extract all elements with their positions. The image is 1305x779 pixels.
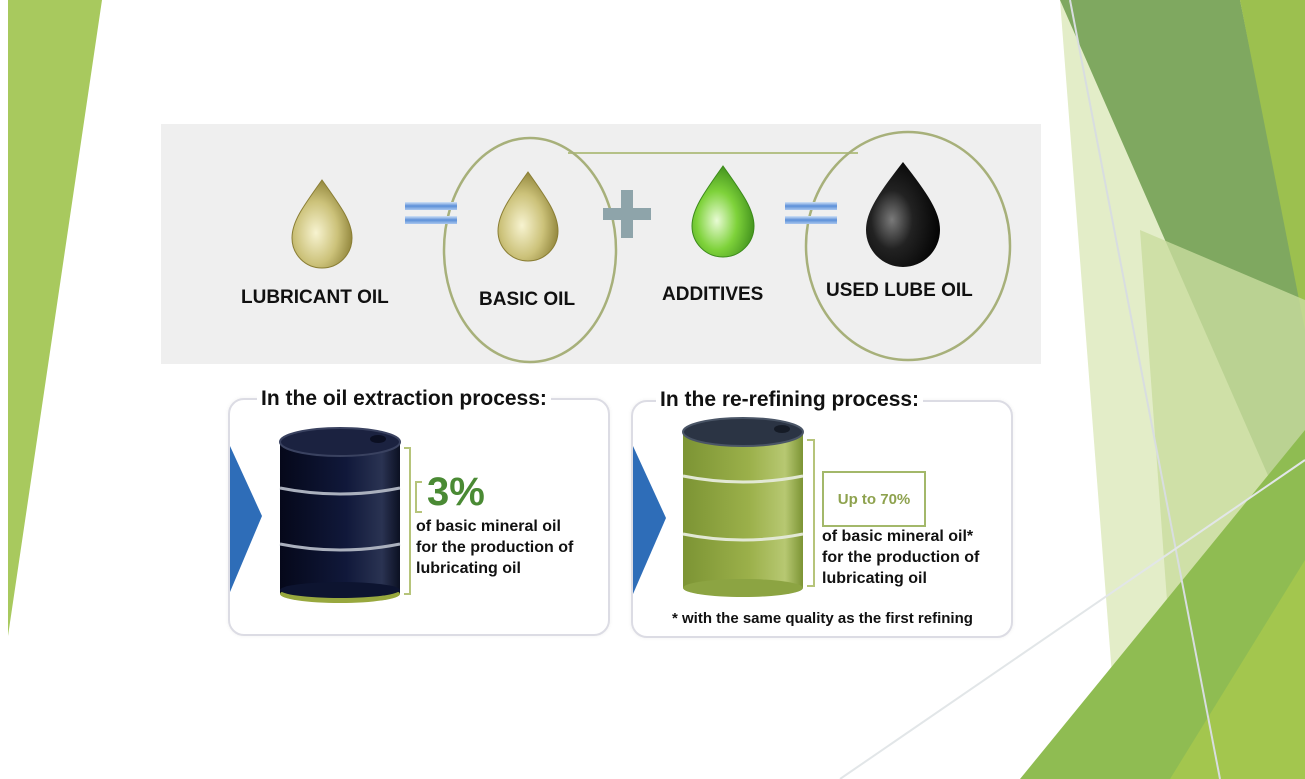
arrow-icon bbox=[230, 446, 262, 592]
used-lube-oil-label: USED LUBE OIL bbox=[826, 280, 973, 301]
basic-oil-label: BASIC OIL bbox=[479, 289, 576, 310]
left-green-triangle bbox=[8, 0, 102, 636]
rerefining-title: In the re-refining process: bbox=[656, 388, 924, 412]
extraction-title: In the oil extraction process: bbox=[257, 387, 551, 411]
extraction-percent: 3% bbox=[427, 470, 485, 514]
basic-oil-highlight-ellipse bbox=[442, 136, 618, 364]
rerefining-description: of basic mineral oil* for the production… bbox=[822, 528, 980, 587]
used-oil-highlight-ellipse bbox=[804, 130, 1012, 362]
deco-line bbox=[1069, 0, 1221, 779]
lubricant-oil-drop-icon bbox=[291, 179, 353, 269]
rerefining-percent-box: Up to 70% bbox=[822, 471, 926, 527]
additives-label: ADDITIVES bbox=[662, 284, 764, 305]
bracket bbox=[415, 481, 422, 513]
plus-icon bbox=[603, 190, 651, 238]
rerefined-oil-barrel-icon bbox=[682, 417, 804, 597]
equals-icon bbox=[405, 202, 457, 224]
arrow-icon bbox=[633, 446, 666, 594]
bottom-right-bright bbox=[1170, 560, 1305, 779]
equals-icon bbox=[785, 202, 837, 224]
crude-oil-barrel-icon bbox=[279, 427, 401, 603]
extraction-description: of basic mineral oil for the production … bbox=[416, 518, 574, 577]
rerefining-footnote: * with the same quality as the first ref… bbox=[672, 610, 973, 627]
bracket bbox=[807, 439, 815, 587]
basic-oil-drop-icon bbox=[497, 171, 559, 262]
additives-drop-icon bbox=[691, 165, 755, 258]
deco-line bbox=[839, 459, 1305, 779]
right-bright-green-shape bbox=[1240, 0, 1305, 330]
lubricant-oil-label: LUBRICANT OIL bbox=[241, 287, 389, 308]
rerefining-percent: Up to 70% bbox=[837, 490, 911, 508]
used-oil-drop-icon bbox=[866, 162, 940, 267]
bracket bbox=[404, 447, 411, 595]
